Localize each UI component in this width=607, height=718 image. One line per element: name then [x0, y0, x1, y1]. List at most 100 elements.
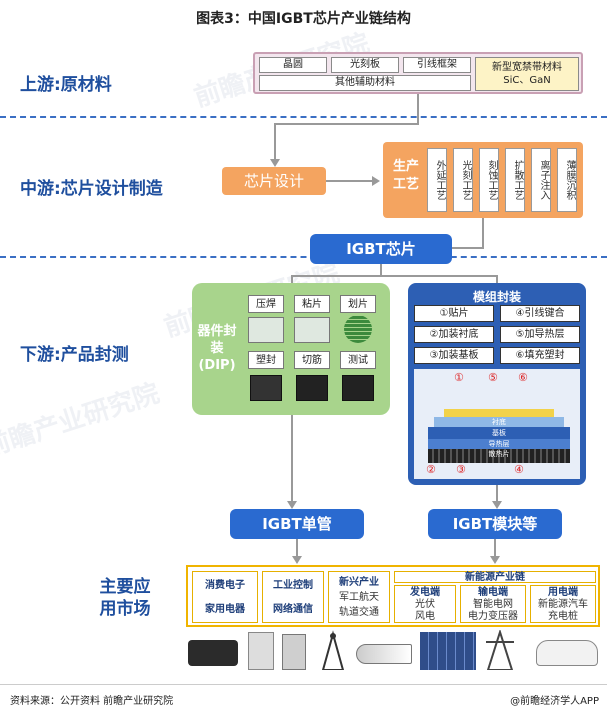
antenna-image	[318, 630, 348, 671]
dip-package-box: 器件封装(DIP) 压焊 粘片 划片 塑封 切筋 测试	[192, 283, 390, 415]
app-item: 消费电子	[205, 580, 245, 591]
callout-5: ⑤	[488, 371, 498, 384]
igbt-chip-box: IGBT芯片	[310, 234, 452, 264]
section-divider	[0, 256, 607, 258]
ne-column: 发电端 光伏 风电	[394, 585, 456, 623]
page-title: 图表3：中国IGBT芯片产业链结构	[196, 11, 411, 27]
downstream-label: 下游:产品封测	[20, 345, 129, 365]
arrow-head	[287, 501, 297, 509]
connector-line	[496, 485, 498, 503]
igbt-module-box: IGBT模块等	[428, 509, 562, 539]
market-label: 主要应用市场	[99, 577, 151, 619]
callout-1: ①	[454, 371, 464, 384]
ne-item: 智能电网	[473, 599, 513, 610]
callout-3: ③	[456, 463, 466, 476]
ne-column: 输电端 智能电网 电力变压器	[460, 585, 526, 623]
process-step: 刻蚀工艺	[479, 148, 499, 212]
process-step: 薄膜沉积	[557, 148, 577, 212]
dip-label: 器件封装(DIP)	[197, 324, 237, 373]
arrow-head	[270, 159, 280, 167]
heat-sink-layer: 散热片	[428, 449, 570, 463]
leadframe-icon	[294, 317, 330, 343]
process-step: 离子注入	[531, 148, 551, 212]
ne-column-title: 输电端	[478, 587, 508, 598]
chip-layer	[444, 409, 554, 417]
dip-step: 划片	[340, 295, 376, 313]
raw-material-other: 其他辅助材料	[259, 75, 471, 91]
brand-text: @前瞻经济学人APP	[510, 696, 599, 707]
wide-band-sub: SiC、GaN	[503, 75, 551, 86]
module-step: ④引线键合	[500, 305, 580, 322]
applications-box: 消费电子 家用电器 工业控制 网络通信 新兴产业 军工航天 轨道交通 新能源产业…	[186, 565, 600, 627]
connector-line	[326, 180, 374, 182]
connector-line	[296, 539, 298, 559]
connector-line	[417, 94, 419, 124]
ne-item: 风电	[415, 611, 435, 622]
arrow-head	[372, 176, 380, 186]
arrow-head	[490, 556, 500, 564]
process-step: 扩散工艺	[505, 148, 525, 212]
ne-column: 用电端 新能源汽车 充电桩	[530, 585, 596, 623]
app-column-title: 新兴产业	[339, 577, 379, 588]
connector-line	[482, 218, 484, 248]
app-item: 网络通信	[273, 604, 313, 615]
upstream-label: 上游:原材料	[20, 75, 112, 95]
callout-6: ⑥	[518, 371, 528, 384]
raw-materials-box: 晶圆 光刻板 引线框架 其他辅助材料 新型宽禁带材料 SiC、GaN	[253, 52, 583, 94]
dip-step: 压焊	[248, 295, 284, 313]
app-item: 家用电器	[205, 604, 245, 615]
module-cross-section: 衬底 基板 导热层 散热片 ① ② ③ ④ ⑤ ⑥	[414, 369, 580, 479]
app-column-2: 工业控制 网络通信	[262, 571, 324, 623]
substrate-layer: 衬底	[434, 417, 564, 427]
ev-car-image	[536, 640, 598, 666]
watermark: 前瞻产业研究院	[0, 378, 163, 464]
raw-material-item: 光刻板	[331, 57, 399, 73]
connector-line	[496, 275, 498, 283]
process-box: 生产工艺 外延工艺 光刻工艺 刻蚀工艺 扩散工艺 离子注入 薄膜沉积	[383, 142, 583, 218]
wafer-icon	[344, 315, 372, 343]
wide-band-title: 新型宽禁带材料	[492, 62, 562, 73]
chip-package-icon	[342, 375, 374, 401]
module-step: ①贴片	[414, 305, 494, 322]
power-tower-image	[482, 628, 518, 671]
ne-item: 光伏	[415, 599, 435, 610]
module-step: ⑤加导热层	[500, 326, 580, 343]
process-step: 外延工艺	[427, 148, 447, 212]
arrow-head	[492, 501, 502, 509]
dip-step: 切筋	[294, 351, 330, 369]
app-item: 工业控制	[273, 580, 313, 591]
new-energy-header: 新能源产业链	[394, 571, 596, 583]
dip-step: 塑封	[248, 351, 284, 369]
ne-item: 电力变压器	[468, 611, 518, 622]
connector-line	[380, 264, 382, 276]
connector-line	[291, 415, 293, 503]
connector-line	[291, 275, 293, 283]
module-step: ⑥填充塑封	[500, 347, 580, 364]
callout-2: ②	[426, 463, 436, 476]
midstream-label: 中游:芯片设计制造	[20, 179, 163, 199]
app-column-1: 消费电子 家用电器	[192, 571, 258, 623]
dip-step: 测试	[340, 351, 376, 369]
ne-item: 充电桩	[548, 611, 578, 622]
module-step: ③加装基板	[414, 347, 494, 364]
solar-image	[420, 632, 476, 670]
chip-package-icon	[296, 375, 328, 401]
igbt-single-box: IGBT单管	[230, 509, 364, 539]
arrow-head	[292, 556, 302, 564]
connector-line	[494, 539, 496, 559]
connector-line	[452, 247, 484, 249]
controller-image	[282, 634, 306, 670]
callout-4: ④	[514, 463, 524, 476]
ne-column-title: 发电端	[410, 587, 440, 598]
ne-item: 新能源汽车	[538, 599, 588, 610]
ne-column-title: 用电端	[548, 587, 578, 598]
leadframe-icon	[248, 317, 284, 343]
wide-band-material: 新型宽禁带材料 SiC、GaN	[475, 57, 579, 91]
connector-line	[291, 275, 498, 277]
process-step: 光刻工艺	[453, 148, 473, 212]
module-title: 模组封装	[472, 290, 521, 304]
process-label: 生产工艺	[392, 159, 419, 192]
raw-material-item: 晶圆	[259, 57, 327, 73]
chip-package-icon	[250, 375, 282, 401]
module-package-box: 模组封装 ①贴片 ④引线键合 ②加装衬底 ⑤加导热层 ③加装基板 ⑥填充塑封 衬…	[408, 283, 586, 485]
